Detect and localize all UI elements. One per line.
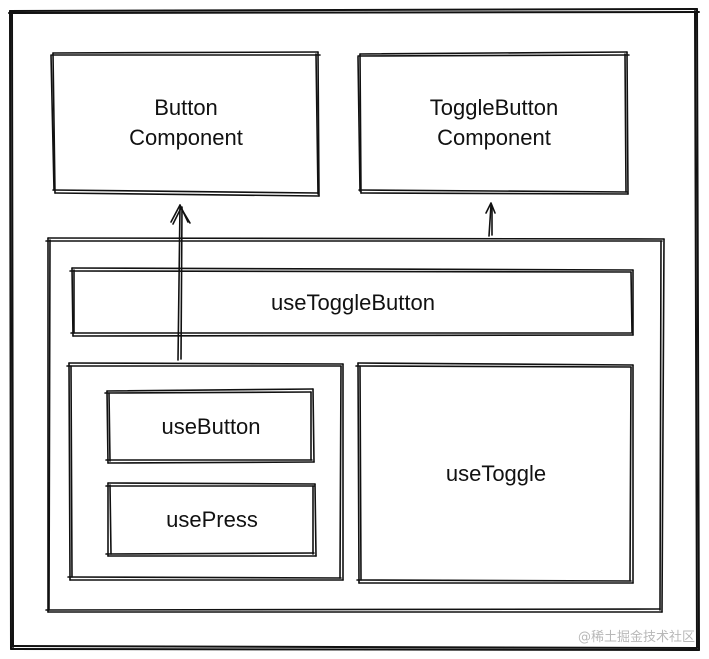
use-toggle-label: useToggle: [445, 461, 547, 486]
arrow-usebutton-to-button-component: [170, 204, 191, 361]
use-toggle-button-box: [69, 267, 634, 337]
button-component-label: Button Component: [129, 95, 243, 150]
outer-frame: [8, 8, 700, 651]
toggle-button-component-label: ToggleButton Component: [429, 95, 559, 150]
button-hooks-group-box: [66, 362, 344, 581]
use-press-box: [105, 482, 317, 557]
arrow-usetogglebutton-to-togglebutton-component: [485, 202, 496, 237]
use-press-label: usePress: [166, 507, 258, 532]
use-button-box: [104, 388, 315, 464]
watermark-text: @稀土掘金技术社区: [577, 630, 695, 645]
toggle-button-component-box: [357, 51, 630, 195]
hooks-container-box: [45, 237, 665, 613]
use-button-label: useButton: [161, 414, 261, 439]
use-toggle-box: [355, 362, 634, 584]
use-toggle-button-label: useToggleButton: [271, 290, 435, 315]
button-component-box: [50, 51, 321, 197]
